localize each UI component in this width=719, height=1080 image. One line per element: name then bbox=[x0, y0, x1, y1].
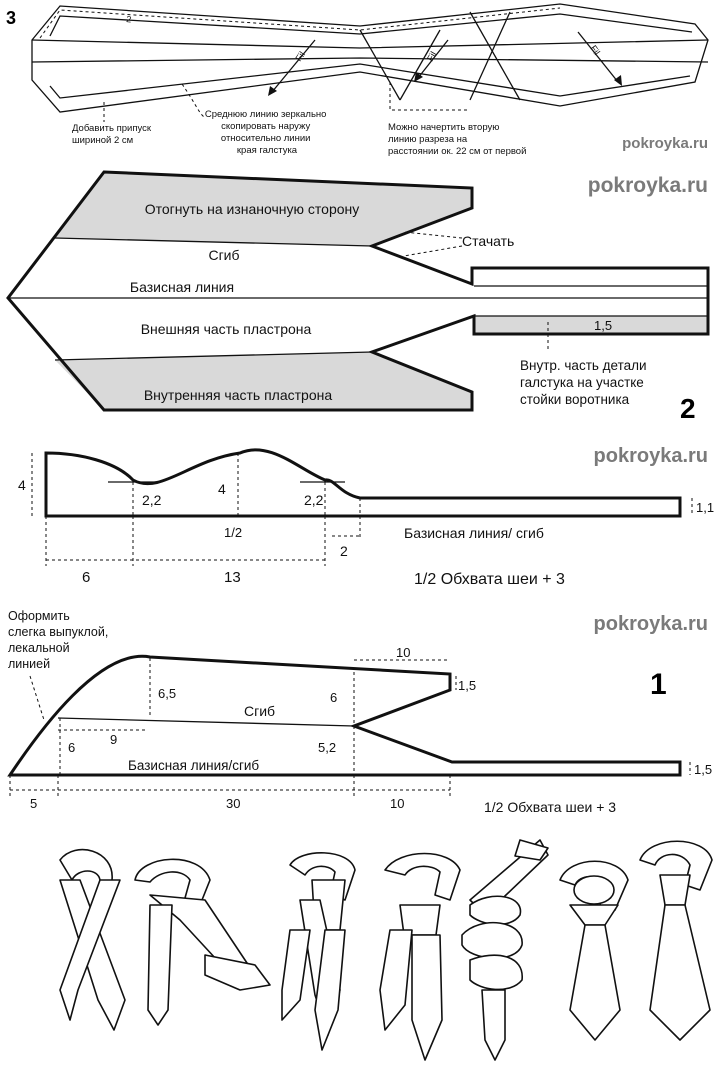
mirror-leader bbox=[181, 83, 207, 119]
neckband-outline bbox=[44, 448, 682, 518]
section-1-main-pattern: pokroyka.ru Оформить слегка выпуклой, ле… bbox=[7, 609, 712, 815]
dim-gap: 2 bbox=[340, 543, 348, 559]
grain-arrow-3-head bbox=[614, 75, 622, 86]
shape-note-leader bbox=[29, 675, 45, 721]
fil-label-1: Fil bbox=[293, 50, 307, 64]
tie-centre-upper-line bbox=[31, 39, 709, 49]
watermark-2: pokroyka.ru bbox=[588, 174, 708, 197]
watermark-1: pokroyka.ru bbox=[622, 135, 708, 152]
dim-right-h: 1,1 bbox=[696, 500, 714, 515]
dim-peak: 4 bbox=[218, 481, 226, 497]
fil-label-3: Fil bbox=[588, 43, 602, 57]
fold-mark: 2 bbox=[126, 14, 132, 24]
main-pattern-outline bbox=[7, 654, 682, 777]
cut-line-1b bbox=[399, 29, 441, 101]
stitch-label: Стачать bbox=[462, 233, 514, 249]
dim-52: 5,2 bbox=[318, 740, 336, 755]
knot-step-4 bbox=[379, 852, 461, 1061]
dim-6-left: 6 bbox=[68, 740, 75, 755]
dim-w30: 30 bbox=[226, 796, 240, 811]
main-base-label: Базисная линия/сгиб bbox=[128, 758, 259, 773]
knot-step-7 bbox=[639, 840, 713, 1041]
section-2-plastron: pokroyka.ru Отогнуть на изнаночную сторо… bbox=[6, 170, 710, 424]
section-3-tie-pattern: 3 Fil Fil Fil 2 Добавить припуск шириной… bbox=[6, 3, 709, 157]
tie-knot-steps bbox=[59, 839, 713, 1061]
outer-part-label: Внешняя часть пластрона bbox=[141, 321, 312, 337]
mirror-note: Среднюю линию зеркально скопировать нару… bbox=[205, 109, 329, 156]
watermark-3: pokroyka.ru bbox=[594, 445, 708, 467]
tie-centre-line bbox=[31, 57, 709, 63]
stitch-leader-lower bbox=[403, 245, 463, 257]
collar-note: Внутр. часть детали галстука на участке … bbox=[520, 358, 650, 407]
dim-10-top: 10 bbox=[396, 645, 410, 660]
grain-arrow-1 bbox=[271, 39, 316, 93]
extension-lines bbox=[45, 498, 361, 566]
inner-part-label: Внутренняя часть пластрона bbox=[144, 387, 332, 403]
cut-line-1a bbox=[359, 29, 401, 101]
knot-step-5 bbox=[461, 839, 549, 1061]
grain-arrow-1-head bbox=[268, 86, 277, 96]
tie-outline bbox=[31, 3, 709, 113]
main-fold-line bbox=[57, 717, 355, 727]
dim-9: 9 bbox=[110, 732, 117, 747]
dim-w10: 10 bbox=[390, 796, 404, 811]
tie-allowance-upper bbox=[49, 13, 693, 37]
tie-allowance-lower bbox=[49, 63, 691, 99]
dim-65: 6,5 bbox=[158, 686, 176, 701]
collar-inner-area bbox=[474, 316, 707, 334]
plastron-inner-area bbox=[55, 352, 472, 410]
section-2-number: 2 bbox=[680, 393, 696, 424]
cut-line-2b bbox=[469, 11, 521, 101]
dim-15-tip: 1,5 bbox=[458, 678, 476, 693]
shape-note: Оформить слегка выпуклой, лекальной лини… bbox=[8, 609, 112, 671]
fold-back-label: Отогнуть на изнаночную сторону bbox=[145, 201, 360, 217]
base-line-label: Базисная линия bbox=[130, 279, 234, 295]
fold-label: Сгиб bbox=[208, 247, 239, 263]
knot-step-1 bbox=[59, 848, 126, 1031]
allowance-note: Добавить припуск шириной 2 см bbox=[72, 123, 154, 146]
collar-value: 1,5 bbox=[594, 318, 612, 333]
watermark-4: pokroyka.ru bbox=[594, 613, 708, 635]
plastron-inner-line bbox=[54, 351, 373, 361]
section-1-number: 1 bbox=[650, 668, 667, 701]
dim-w2: 13 bbox=[224, 569, 241, 586]
dim-w1: 6 bbox=[82, 569, 90, 586]
main-extension-lines bbox=[9, 775, 451, 796]
stitch-leader-upper bbox=[403, 231, 463, 239]
main-fold-label: Сгиб bbox=[244, 703, 275, 719]
grain-arrow-2 bbox=[417, 39, 449, 79]
dim-6-mid: 6 bbox=[330, 690, 337, 705]
dim-valley1: 2,2 bbox=[142, 492, 162, 508]
knot-step-6 bbox=[559, 860, 629, 1041]
dim-w5: 5 bbox=[30, 796, 37, 811]
cut-line-2a bbox=[469, 11, 511, 101]
knot-step-3 bbox=[281, 852, 356, 1051]
plastron-outline bbox=[6, 170, 710, 412]
grain-arrow-3 bbox=[577, 31, 619, 83]
second-cut-note: Можно начертить вторую линию разреза на … bbox=[388, 122, 526, 157]
dim-w3: 1/2 Обхвата шеи + 3 bbox=[414, 571, 565, 588]
dim-15-right: 1,5 bbox=[694, 762, 712, 777]
fil-label-2: Fil bbox=[425, 50, 438, 63]
dim-valley2: 2,2 bbox=[304, 492, 324, 508]
section-3-number: 3 bbox=[6, 8, 16, 28]
dim-half: 1/2 bbox=[224, 525, 242, 540]
knot-step-2 bbox=[134, 858, 271, 1026]
plastron-fold-back-area bbox=[55, 172, 472, 246]
dim-w-neck: 1/2 Обхвата шеи + 3 bbox=[484, 799, 616, 815]
neckband-base-label: Базисная линия/ сгиб bbox=[404, 525, 544, 541]
section-neckband: pokroyka.ru 4 2,2 4 2,2 1/2 1,1 2 Базисн… bbox=[18, 445, 714, 588]
grain-arrow-2-head bbox=[414, 72, 423, 82]
plastron-fold-line bbox=[54, 237, 373, 247]
dim-h-left: 4 bbox=[18, 477, 26, 493]
